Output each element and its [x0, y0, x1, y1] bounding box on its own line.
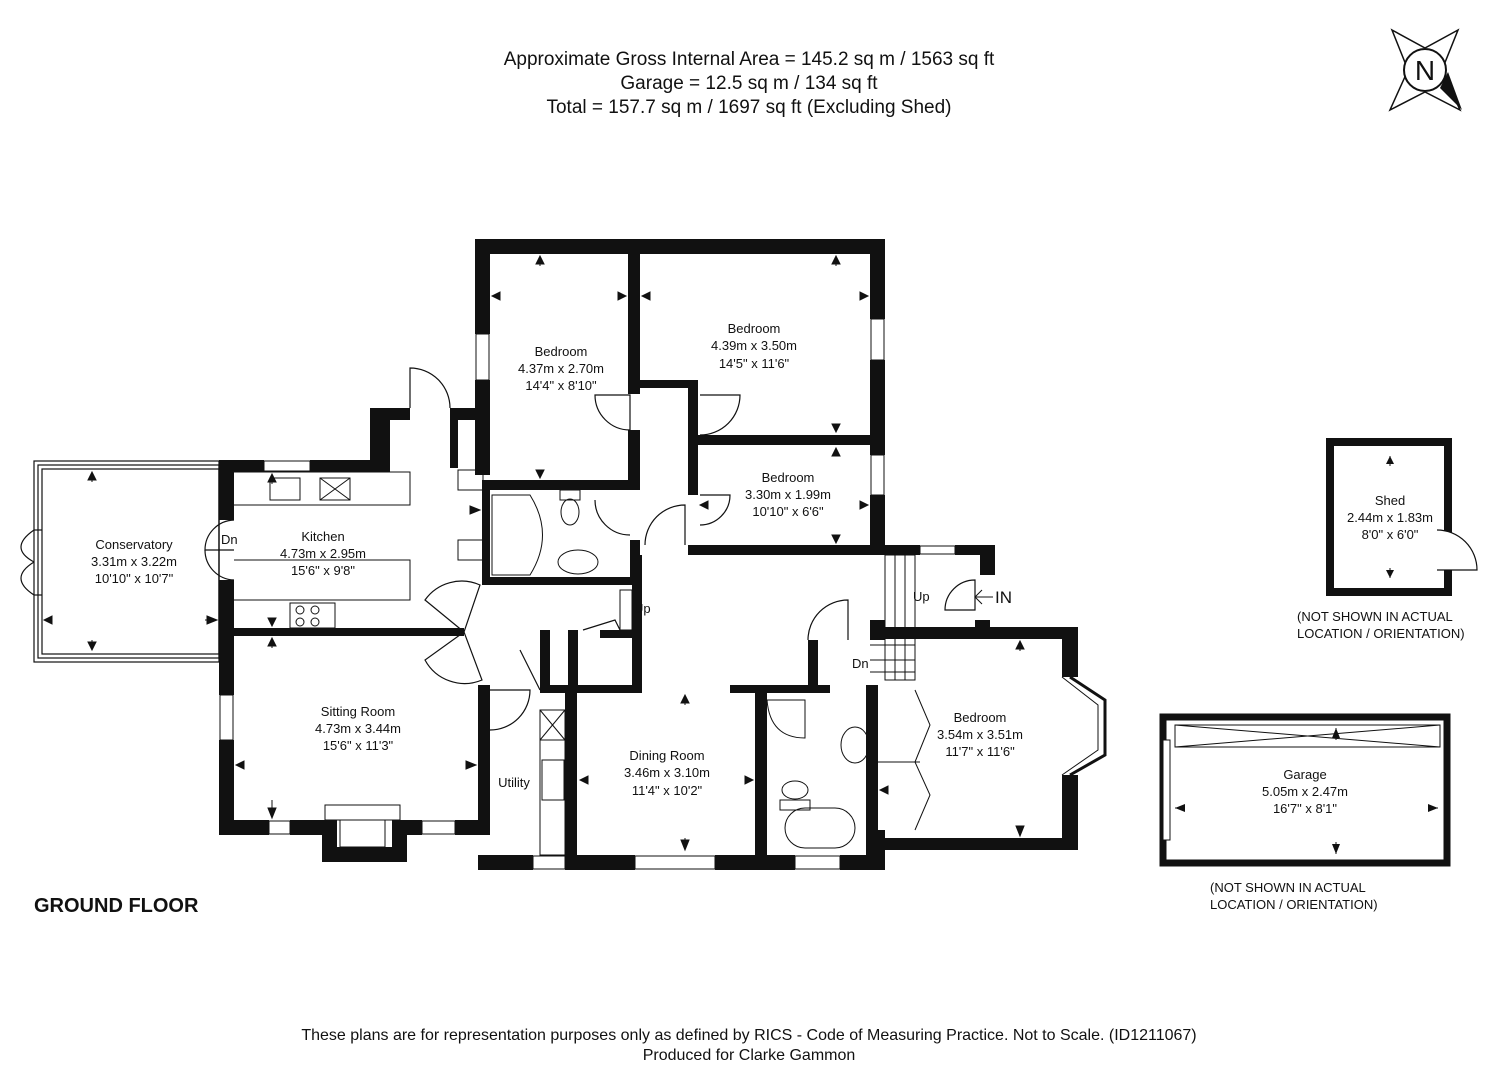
svg-text:3.46m x 3.10m: 3.46m x 3.10m — [624, 765, 710, 780]
shed-note-line-1: (NOT SHOWN IN ACTUAL — [1297, 609, 1453, 624]
svg-text:4.39m x 3.50m: 4.39m x 3.50m — [711, 338, 797, 353]
fixtures — [234, 469, 931, 856]
doors — [204, 367, 976, 731]
svg-text:15'6" x 11'3": 15'6" x 11'3" — [323, 738, 394, 753]
shed-note-line-2: LOCATION / ORIENTATION) — [1297, 626, 1465, 641]
svg-text:Utility: Utility — [498, 775, 530, 790]
svg-text:3.31m x 3.22m: 3.31m x 3.22m — [91, 554, 177, 569]
svg-text:Bedroom: Bedroom — [954, 710, 1007, 725]
shed-location-note: (NOT SHOWN IN ACTUAL LOCATION / ORIENTAT… — [1297, 608, 1465, 642]
dn-marker-entrance: Dn — [852, 656, 869, 671]
svg-text:3.30m x 1.99m: 3.30m x 1.99m — [745, 487, 831, 502]
svg-text:14'4" x 8'10": 14'4" x 8'10" — [525, 378, 597, 393]
svg-text:3.54m x 3.51m: 3.54m x 3.51m — [937, 727, 1023, 742]
svg-text:4.73m x 3.44m: 4.73m x 3.44m — [315, 721, 401, 736]
garage-note-line-2: LOCATION / ORIENTATION) — [1210, 897, 1378, 912]
svg-text:4.37m x 2.70m: 4.37m x 2.70m — [518, 361, 604, 376]
entrance-marker: IN — [995, 588, 1012, 607]
room-label-bedroom-3: Bedroom 3.30m x 1.99m 10'10" x 6'6" — [745, 470, 831, 519]
total-area: Total = 157.7 sq m / 1697 sq ft (Excludi… — [546, 97, 952, 118]
svg-text:Bedroom: Bedroom — [535, 344, 588, 359]
svg-text:11'4" x 10'2": 11'4" x 10'2" — [632, 783, 703, 798]
room-label-bedroom-1: Bedroom 4.37m x 2.70m 14'4" x 8'10" — [518, 344, 604, 393]
conservatory-outline — [20, 460, 220, 663]
stairs — [619, 554, 916, 681]
room-label-dining-room: Dining Room 3.46m x 3.10m 11'4" x 10'2" — [624, 748, 710, 798]
dimension-arrows — [42, 254, 1025, 852]
svg-text:Bedroom: Bedroom — [762, 470, 815, 485]
room-label-sitting-room: Sitting Room 4.73m x 3.44m 15'6" x 11'3" — [315, 704, 401, 753]
room-label-bedroom-2: Bedroom 4.39m x 3.50m 14'5" x 11'6" — [711, 321, 797, 371]
svg-text:2.44m x 1.83m: 2.44m x 1.83m — [1347, 510, 1433, 525]
garage-area: Garage = 12.5 sq m / 134 sq ft — [620, 73, 878, 94]
svg-text:14'5" x 11'6": 14'5" x 11'6" — [719, 356, 790, 371]
dn-marker-conservatory: Dn — [221, 532, 238, 547]
disclaimer-line-1: These plans are for representation purpo… — [301, 1027, 1197, 1044]
floor-label: GROUND FLOOR — [34, 895, 199, 917]
garage-outline — [1159, 713, 1451, 867]
svg-text:10'10" x 10'7": 10'10" x 10'7" — [95, 571, 174, 586]
compass-icon: N — [1388, 28, 1462, 112]
svg-text:16'7" x 8'1": 16'7" x 8'1" — [1273, 801, 1337, 816]
area-summary: Approximate Gross Internal Area = 145.2 … — [0, 48, 1498, 120]
svg-text:Sitting Room: Sitting Room — [321, 704, 395, 719]
svg-text:Kitchen: Kitchen — [301, 529, 344, 544]
windows — [219, 318, 956, 870]
gross-internal-area: Approximate Gross Internal Area = 145.2 … — [503, 49, 995, 70]
up-marker-entrance: Up — [913, 589, 930, 604]
walls — [219, 239, 1078, 870]
svg-text:4.73m x 2.95m: 4.73m x 2.95m — [280, 546, 366, 561]
room-label-utility: Utility — [498, 775, 530, 790]
room-label-kitchen: Kitchen 4.73m x 2.95m 15'6" x 9'8" — [280, 529, 366, 578]
svg-text:Shed: Shed — [1375, 493, 1405, 508]
disclaimer: These plans are for representation purpo… — [0, 1026, 1498, 1066]
room-label-conservatory: Conservatory 3.31m x 3.22m 10'10" x 10'7… — [91, 537, 177, 586]
svg-text:Dining Room: Dining Room — [629, 748, 704, 763]
disclaimer-line-2: Produced for Clarke Gammon — [642, 1047, 856, 1064]
room-label-shed: Shed 2.44m x 1.83m 8'0" x 6'0" — [1347, 493, 1433, 542]
svg-text:8'0" x 6'0": 8'0" x 6'0" — [1362, 527, 1419, 542]
garage-note-line-1: (NOT SHOWN IN ACTUAL — [1210, 880, 1366, 895]
shed-outline — [1326, 438, 1478, 596]
up-marker-hall: Up — [634, 601, 651, 616]
svg-text:10'10" x 6'6": 10'10" x 6'6" — [752, 504, 824, 519]
svg-text:Garage: Garage — [1283, 767, 1326, 782]
svg-text:11'7" x 11'6": 11'7" x 11'6" — [945, 744, 1015, 759]
compass-letter: N — [1415, 55, 1435, 86]
room-label-garage: Garage 5.05m x 2.47m 16'7" x 8'1" — [1262, 767, 1348, 816]
svg-text:15'6" x 9'8": 15'6" x 9'8" — [291, 563, 355, 578]
bay-window — [1069, 675, 1107, 777]
svg-text:Conservatory: Conservatory — [95, 537, 173, 552]
svg-text:Bedroom: Bedroom — [728, 321, 781, 336]
svg-text:5.05m x 2.47m: 5.05m x 2.47m — [1262, 784, 1348, 799]
room-label-bedroom-4: Bedroom 3.54m x 3.51m 11'7" x 11'6" — [937, 710, 1023, 759]
entrance-arrow-icon — [974, 589, 993, 605]
garage-location-note: (NOT SHOWN IN ACTUAL LOCATION / ORIENTAT… — [1210, 879, 1378, 913]
